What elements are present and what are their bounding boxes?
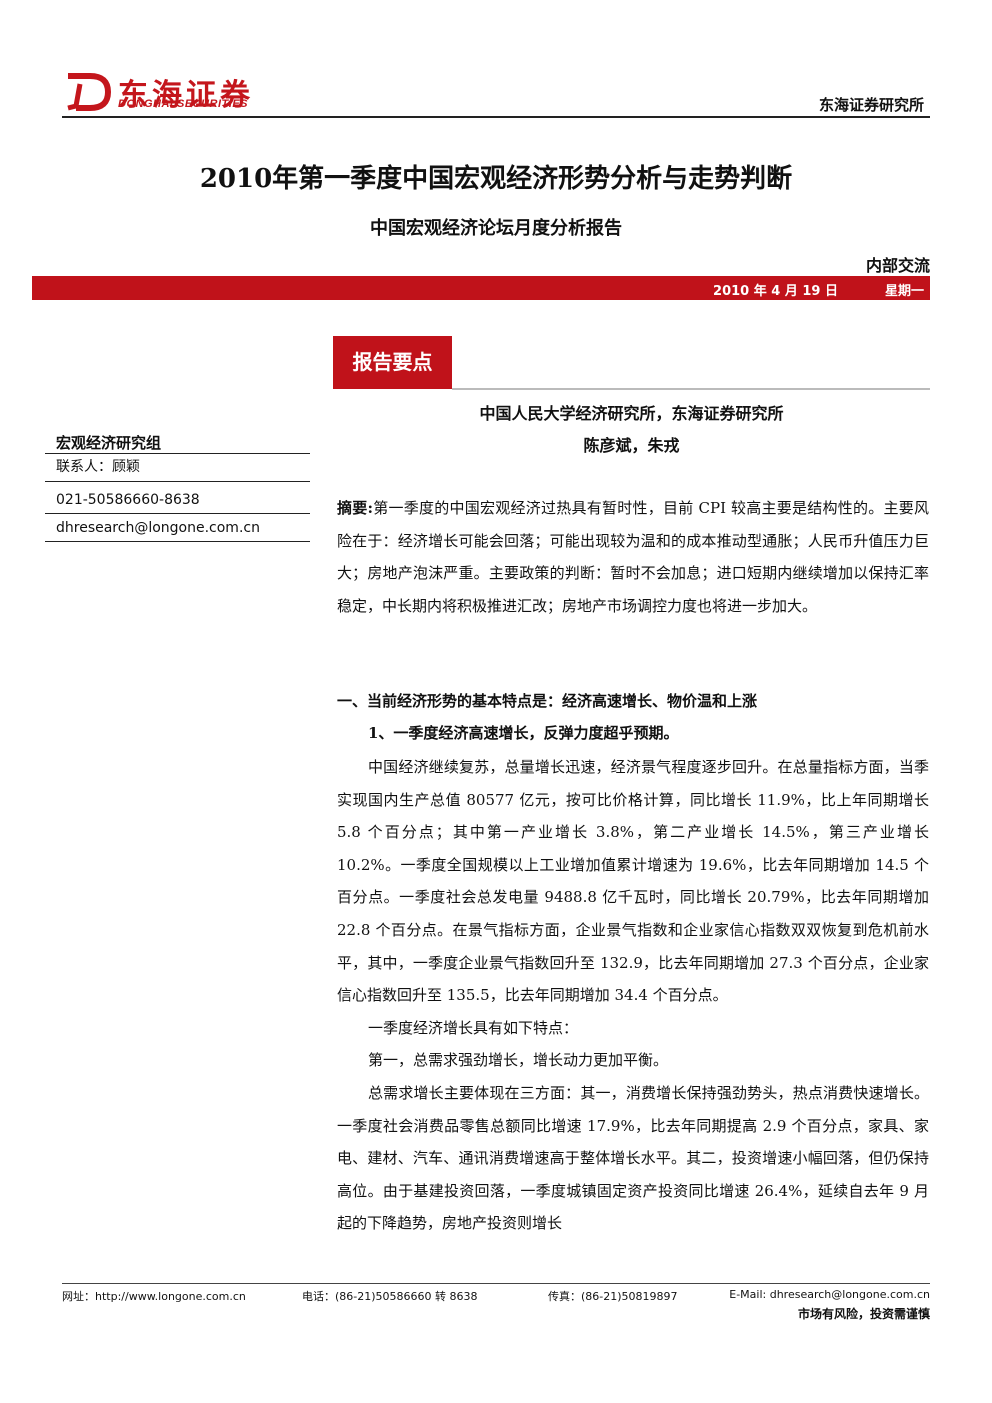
paragraph: 中国经济继续复苏，总量增长迅速，经济景气程度逐步回升。在总量指标方面，当季实现国… [337, 758, 929, 1005]
heading-2: 1、一季度经济高速增长，反弹力度超乎预期。 [368, 724, 679, 742]
abstract-text: 第一季度的中国宏观经济过热具有暂时性，目前 CPI 较高主要是结构性的。主要风险… [337, 499, 929, 615]
sidebar-contact-row: 联系人：顾颖 [45, 453, 310, 482]
heading-1: 一、当前经济形势的基本特点是：经济高速增长、物价温和上涨 [337, 692, 758, 710]
section-divider [452, 388, 930, 390]
body-text: 中国经济继续复苏，总量增长迅速，经济景气程度逐步回升。在总量指标方面，当季实现国… [337, 751, 929, 1240]
date-bar: 2010 年 4 月 19 日 星期一 [32, 276, 930, 300]
logo-cn: 东海证券 [118, 78, 254, 113]
institute-name: 东海证券研究所 [818, 96, 924, 114]
report-weekday: 星期一 [884, 284, 924, 299]
paragraph: 第一，总需求强劲增长，增长动力更加平衡。 [368, 1051, 669, 1070]
sidebar-group-row [45, 425, 310, 454]
logo-en: DONGHAI SECURITIES [118, 98, 249, 110]
abstract-label: 摘要: [337, 499, 374, 517]
paragraph: 总需求增长主要体现在三方面：其一，消费增长保持强劲势头，热点消费快速增长。一季度… [337, 1083, 929, 1233]
footer-fax: 传真：(86-21)50819897 [548, 1290, 678, 1303]
contact-email[interactable]: dhresearch@longone.com.cn [56, 520, 260, 536]
report-date: 2010 年 4 月 19 日 [713, 284, 838, 299]
footer-divider [62, 1283, 930, 1284]
organizations: 中国人民大学经济研究所，东海证券研究所 [479, 404, 784, 423]
research-group: 宏观经济研究组 [56, 434, 162, 452]
header-divider [62, 116, 930, 118]
risk-warning: 市场有风险，投资需谨慎 [797, 1307, 930, 1321]
contact-phone: 021-50586660-8638 [56, 492, 200, 508]
paragraph: 一季度经济增长具有如下特点： [368, 1018, 579, 1037]
authors: 陈彦斌，朱戎 [583, 436, 680, 455]
section-label: 报告要点 [333, 336, 452, 389]
sidebar-phone-row: 021-50586660-8638 [45, 485, 310, 514]
abstract: 摘要:第一季度的中国宏观经济过热具有暂时性，目前 CPI 较高主要是结构性的。主… [337, 492, 929, 622]
report-title: 2010年第一季度中国宏观经济形势分析与走势判断 [199, 164, 793, 194]
footer-tel: 电话：(86-21)50586660 转 8638 [302, 1290, 478, 1303]
contact-person: 联系人：顾颖 [56, 459, 140, 475]
donghai-logo-icon [67, 73, 112, 111]
footer-email[interactable]: E-Mail: dhresearch@longone.com.cn [729, 1288, 930, 1301]
footer-website[interactable]: 网址：http://www.longone.com.cn [62, 1290, 246, 1303]
report-subtitle: 中国宏观经济论坛月度分析报告 [370, 218, 622, 239]
sidebar-email-row: dhresearch@longone.com.cn [45, 513, 310, 542]
classification-label: 内部交流 [865, 256, 930, 275]
